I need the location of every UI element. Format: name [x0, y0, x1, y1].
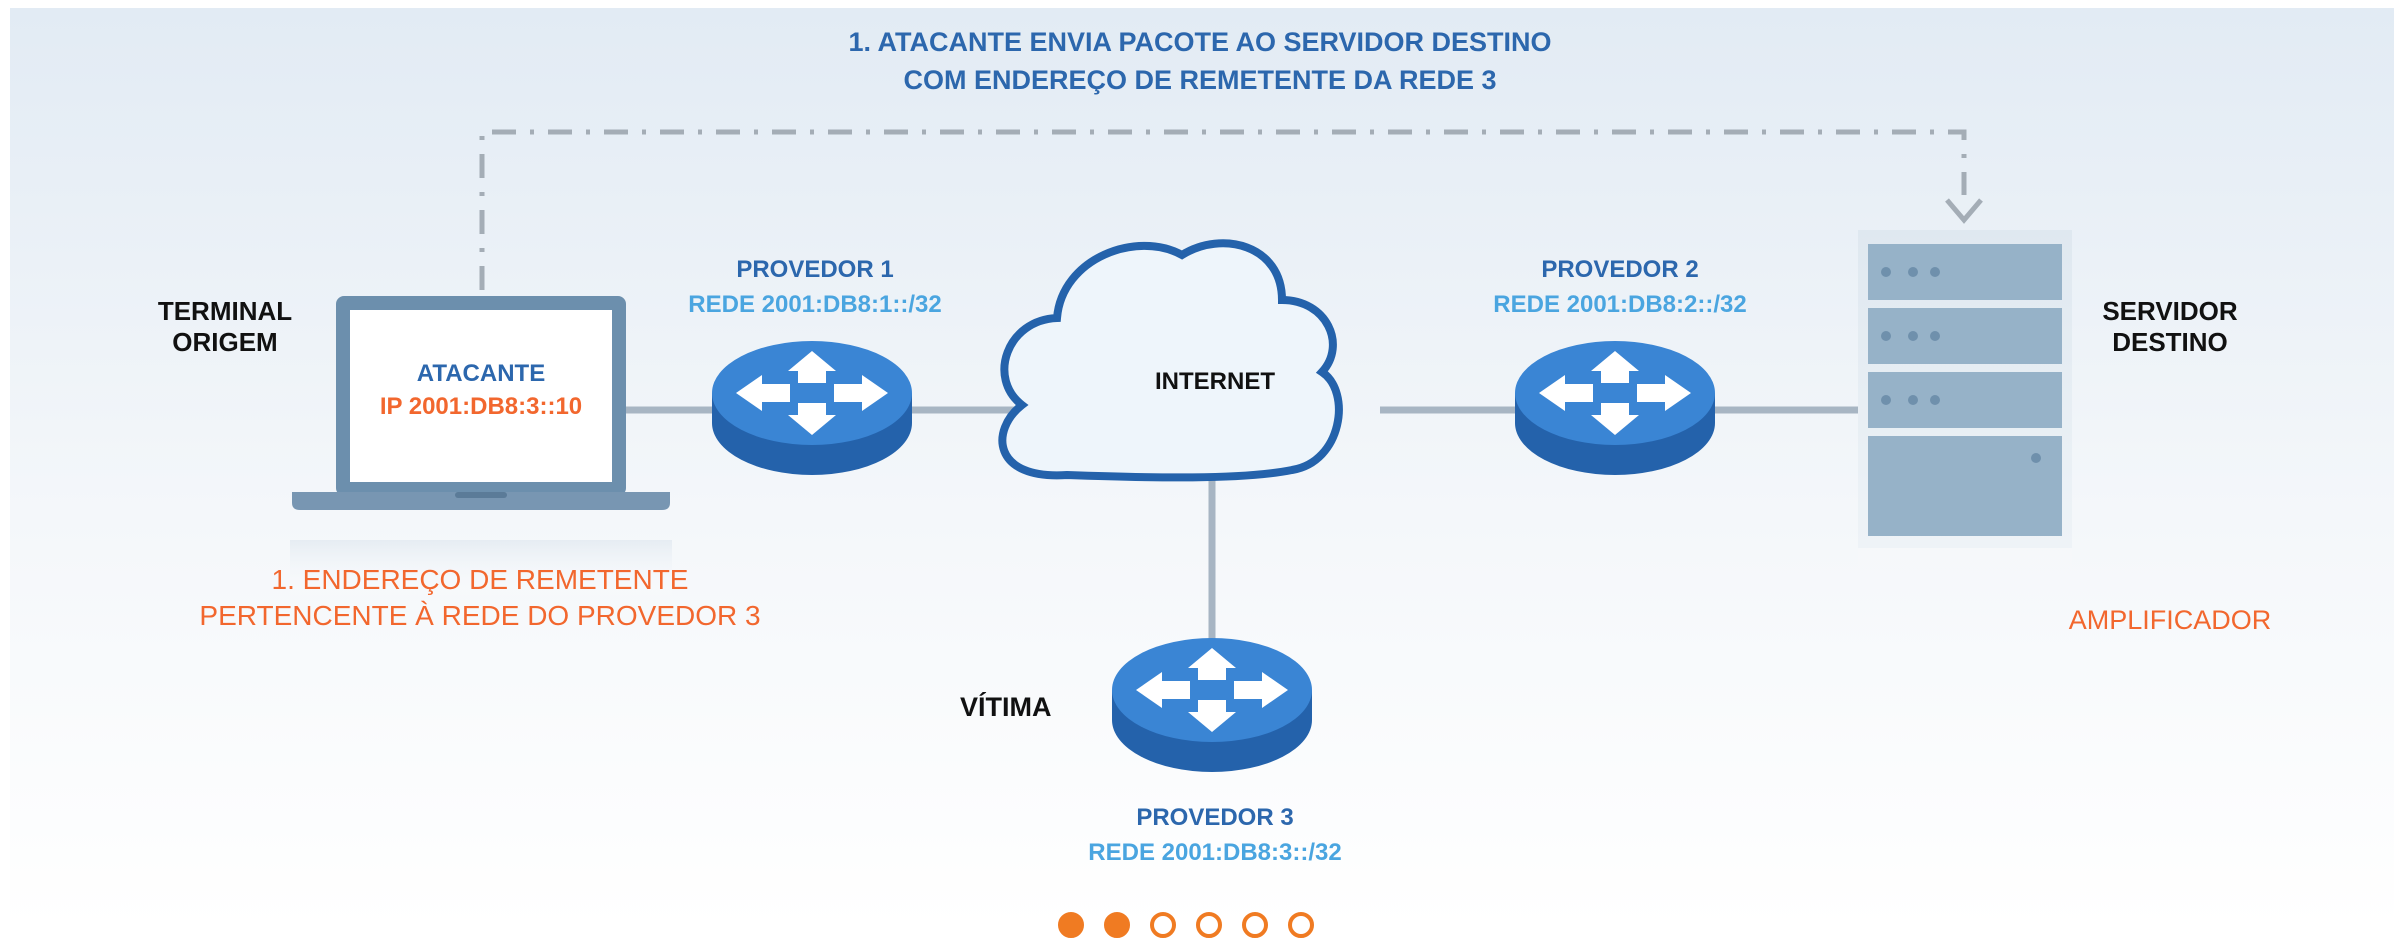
- spoofed-path-arrow: [479, 129, 1967, 290]
- pagination-dot[interactable]: [1242, 912, 1268, 938]
- connection-lines: [612, 406, 1860, 645]
- pagination-dot[interactable]: [1150, 912, 1176, 938]
- router-provider3-icon: [1112, 638, 1312, 772]
- origin-label-line1: TERMINAL: [157, 296, 293, 326]
- attacker-ip: IP 2001:DB8:3::10: [379, 392, 583, 420]
- provider3-network: REDE 2001:DB8:3::/32: [1088, 838, 1342, 866]
- provider2-network: REDE 2001:DB8:2::/32: [1493, 290, 1747, 318]
- provider2-label: PROVEDOR 2 REDE 2001:DB8:2::/32: [1465, 256, 1775, 320]
- provider3-label: PROVEDOR 3 REDE 2001:DB8:3::/32: [1055, 804, 1375, 868]
- destination-label-line1: SERVIDOR: [2102, 296, 2238, 326]
- provider1-name: PROVEDOR 1: [736, 256, 894, 283]
- provider1-label: PROVEDOR 1 REDE 2001:DB8:1::/32: [660, 256, 970, 320]
- internet-label: INTERNET: [1155, 368, 1275, 395]
- origin-label: TERMINAL ORIGEM: [130, 296, 320, 358]
- laptop-icon: [290, 296, 672, 600]
- provider2-name: PROVEDOR 2: [1541, 256, 1699, 283]
- top-note-line2: COM ENDEREÇO DE REMETENTE DA REDE 3: [903, 65, 1497, 96]
- top-note-line1: 1. ATACANTE ENVIA PACOTE AO SERVIDOR DES…: [848, 27, 1552, 57]
- origin-note: 1. ENDEREÇO DE REMETENTE PERTENCENTE À R…: [150, 563, 810, 632]
- destination-label: SERVIDOR DESTINO: [2080, 296, 2260, 358]
- attacker-title: ATACANTE: [416, 360, 546, 387]
- router-provider1-icon: [712, 341, 912, 475]
- victim-label: VÍTIMA: [960, 692, 1052, 722]
- pagination-dots: [1058, 912, 1314, 938]
- internet-cloud-icon: [998, 239, 1343, 482]
- server-icon: [1858, 230, 2072, 590]
- destination-label-line2: DESTINO: [2112, 327, 2228, 358]
- router-provider2-icon: [1515, 341, 1715, 475]
- pagination-dot[interactable]: [1104, 912, 1130, 938]
- origin-note-line1: 1. ENDEREÇO DE REMETENTE: [271, 564, 689, 595]
- provider3-name: PROVEDOR 3: [1136, 804, 1294, 831]
- pagination-dot[interactable]: [1058, 912, 1084, 938]
- pagination-dot[interactable]: [1288, 912, 1314, 938]
- origin-note-line2: PERTENCENTE À REDE DO PROVEDOR 3: [199, 599, 761, 631]
- pagination-dot[interactable]: [1196, 912, 1222, 938]
- top-note: 1. ATACANTE ENVIA PACOTE AO SERVIDOR DES…: [830, 26, 1570, 97]
- attacker-screen-text: ATACANTE IP 2001:DB8:3::10: [350, 360, 612, 422]
- destination-role: AMPLIFICADOR: [2068, 605, 2272, 635]
- arrow-head-icon: [1945, 198, 1983, 224]
- origin-label-line2: ORIGEM: [172, 327, 278, 358]
- provider1-network: REDE 2001:DB8:1::/32: [688, 290, 942, 318]
